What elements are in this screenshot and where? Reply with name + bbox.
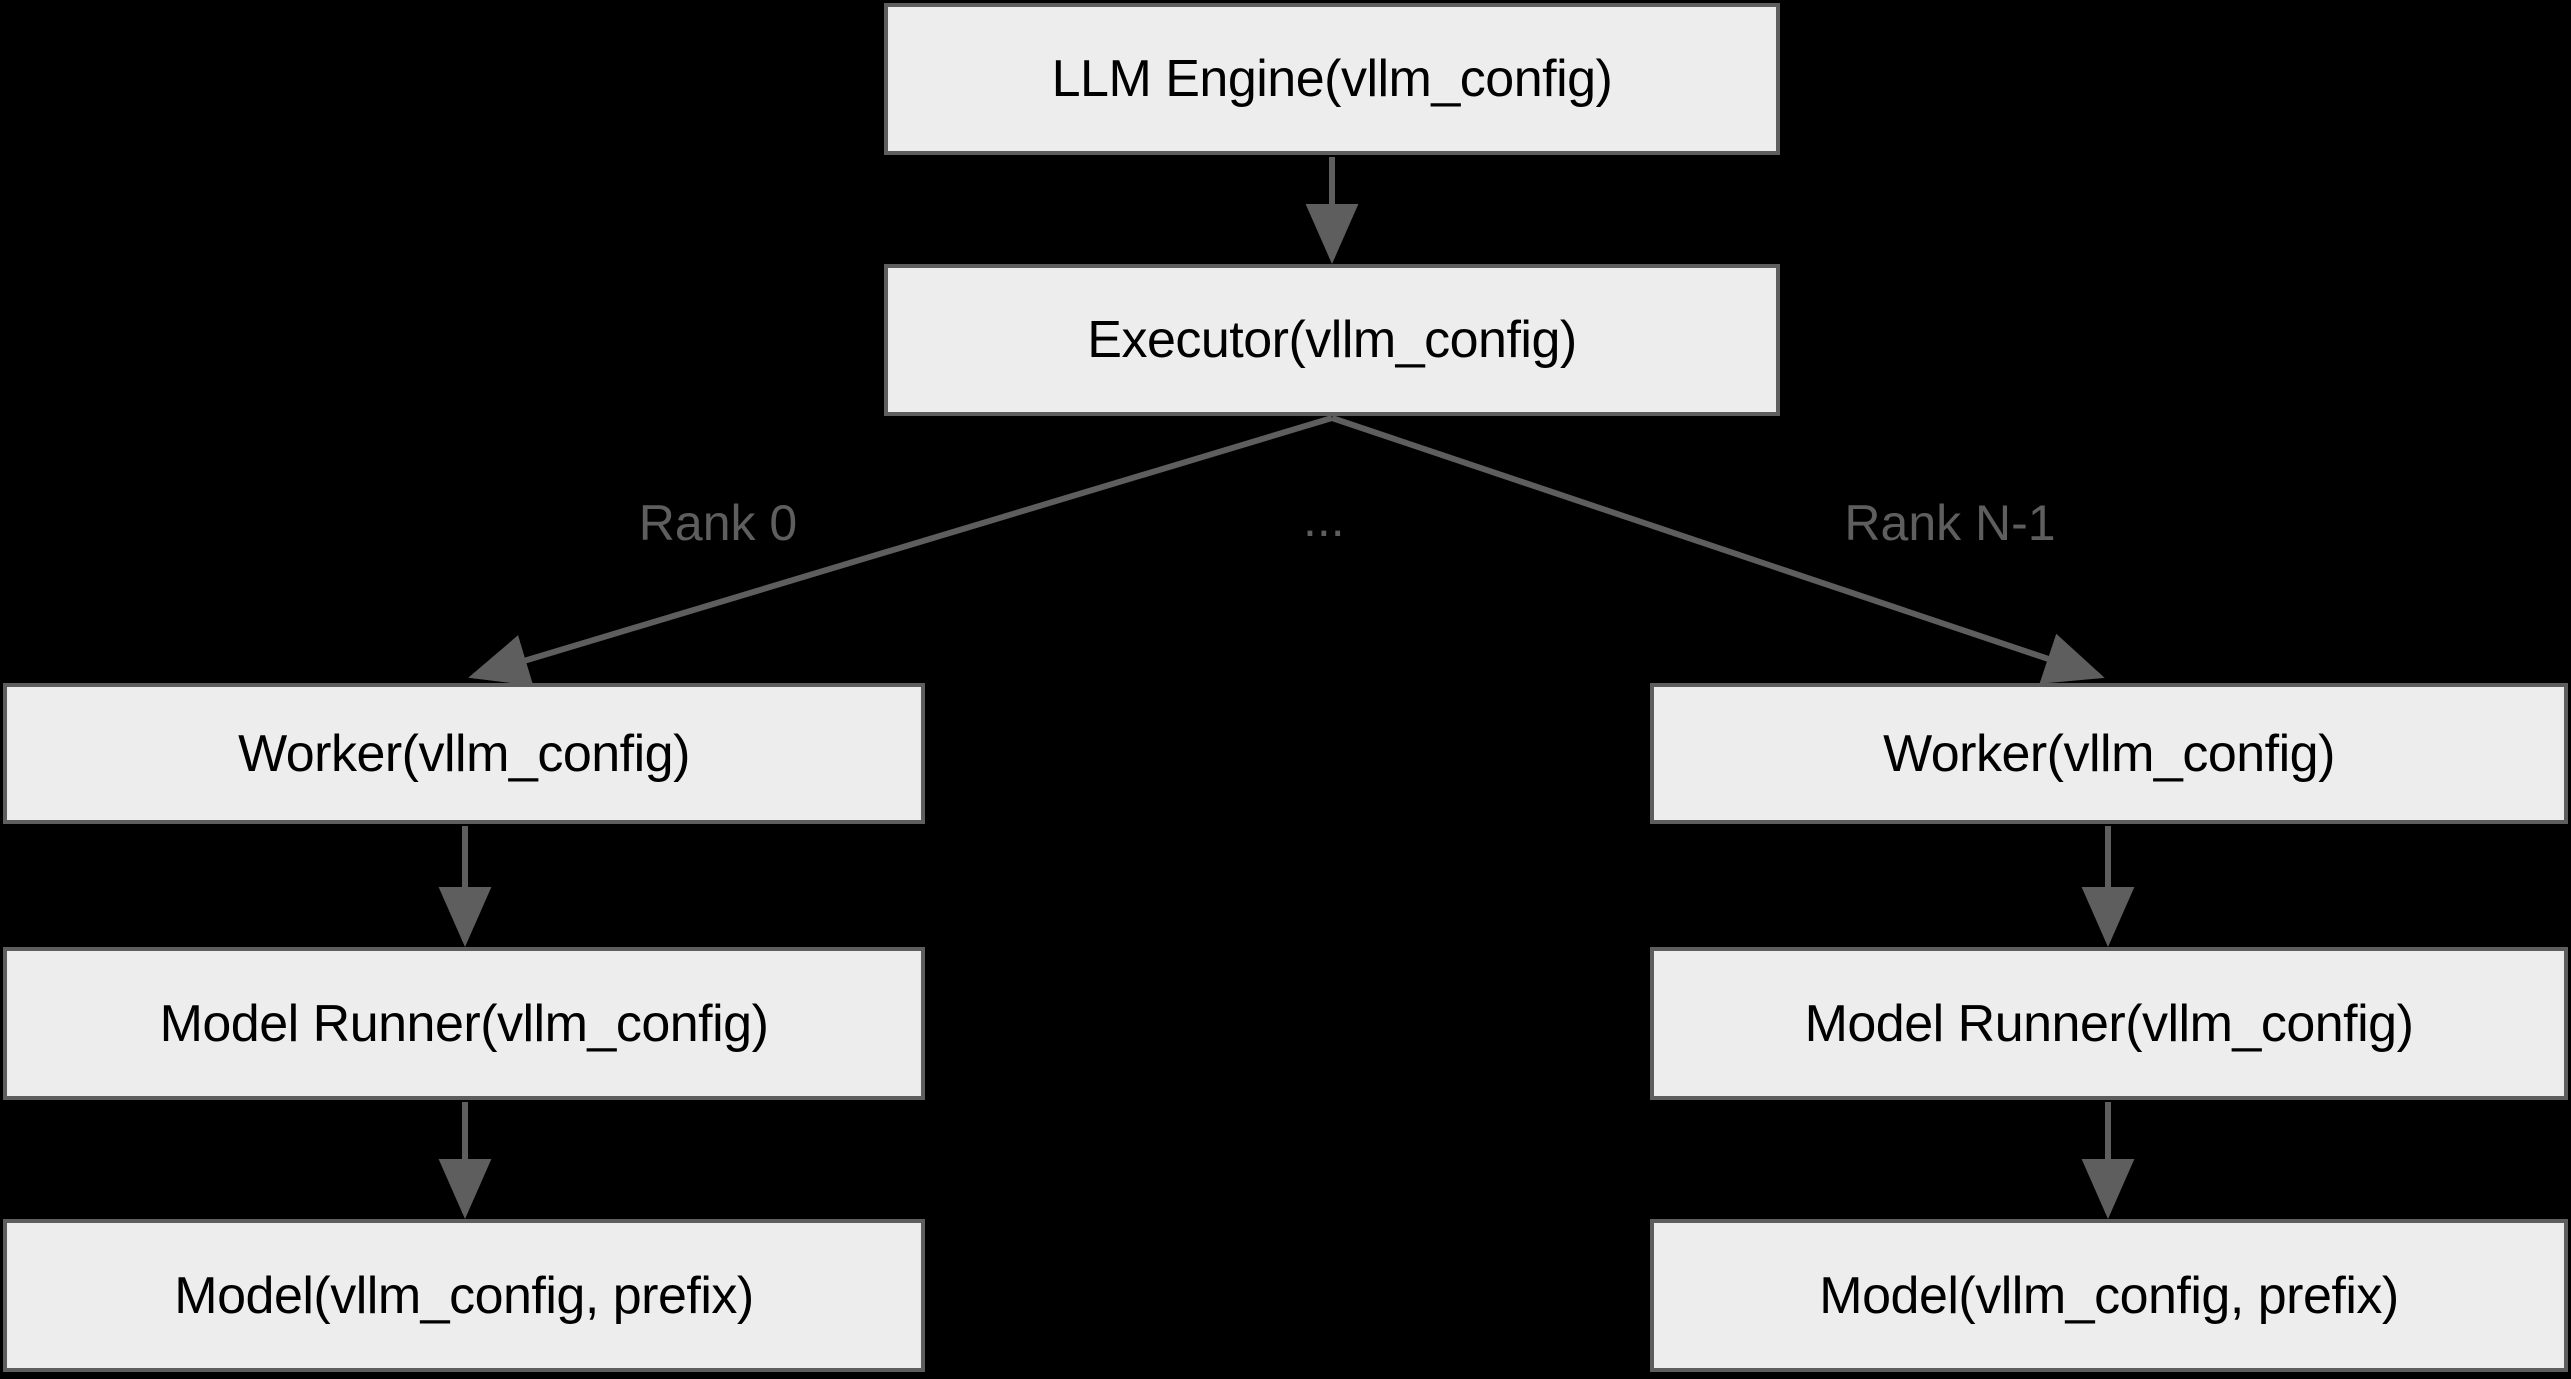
node-llm-engine[interactable]: LLM Engine(vllm_config) [884,3,1780,155]
node-worker-rank0[interactable]: Worker(vllm_config) [3,683,925,824]
node-executor[interactable]: Executor(vllm_config) [884,264,1780,416]
node-model-runner-rankn[interactable]: Model Runner(vllm_config) [1650,947,2568,1100]
node-model-runner-rank0[interactable]: Model Runner(vllm_config) [3,947,925,1100]
edge-label-rank-n-minus-1: Rank N-1 [1844,495,2056,551]
node-model-rankn[interactable]: Model(vllm_config, prefix) [1650,1219,2568,1372]
edge-label-ellipsis: ... [1303,491,1345,547]
edge-label-rank-0: Rank 0 [638,495,798,551]
node-model-rank0[interactable]: Model(vllm_config, prefix) [3,1219,925,1372]
node-worker-rankn[interactable]: Worker(vllm_config) [1650,683,2568,824]
